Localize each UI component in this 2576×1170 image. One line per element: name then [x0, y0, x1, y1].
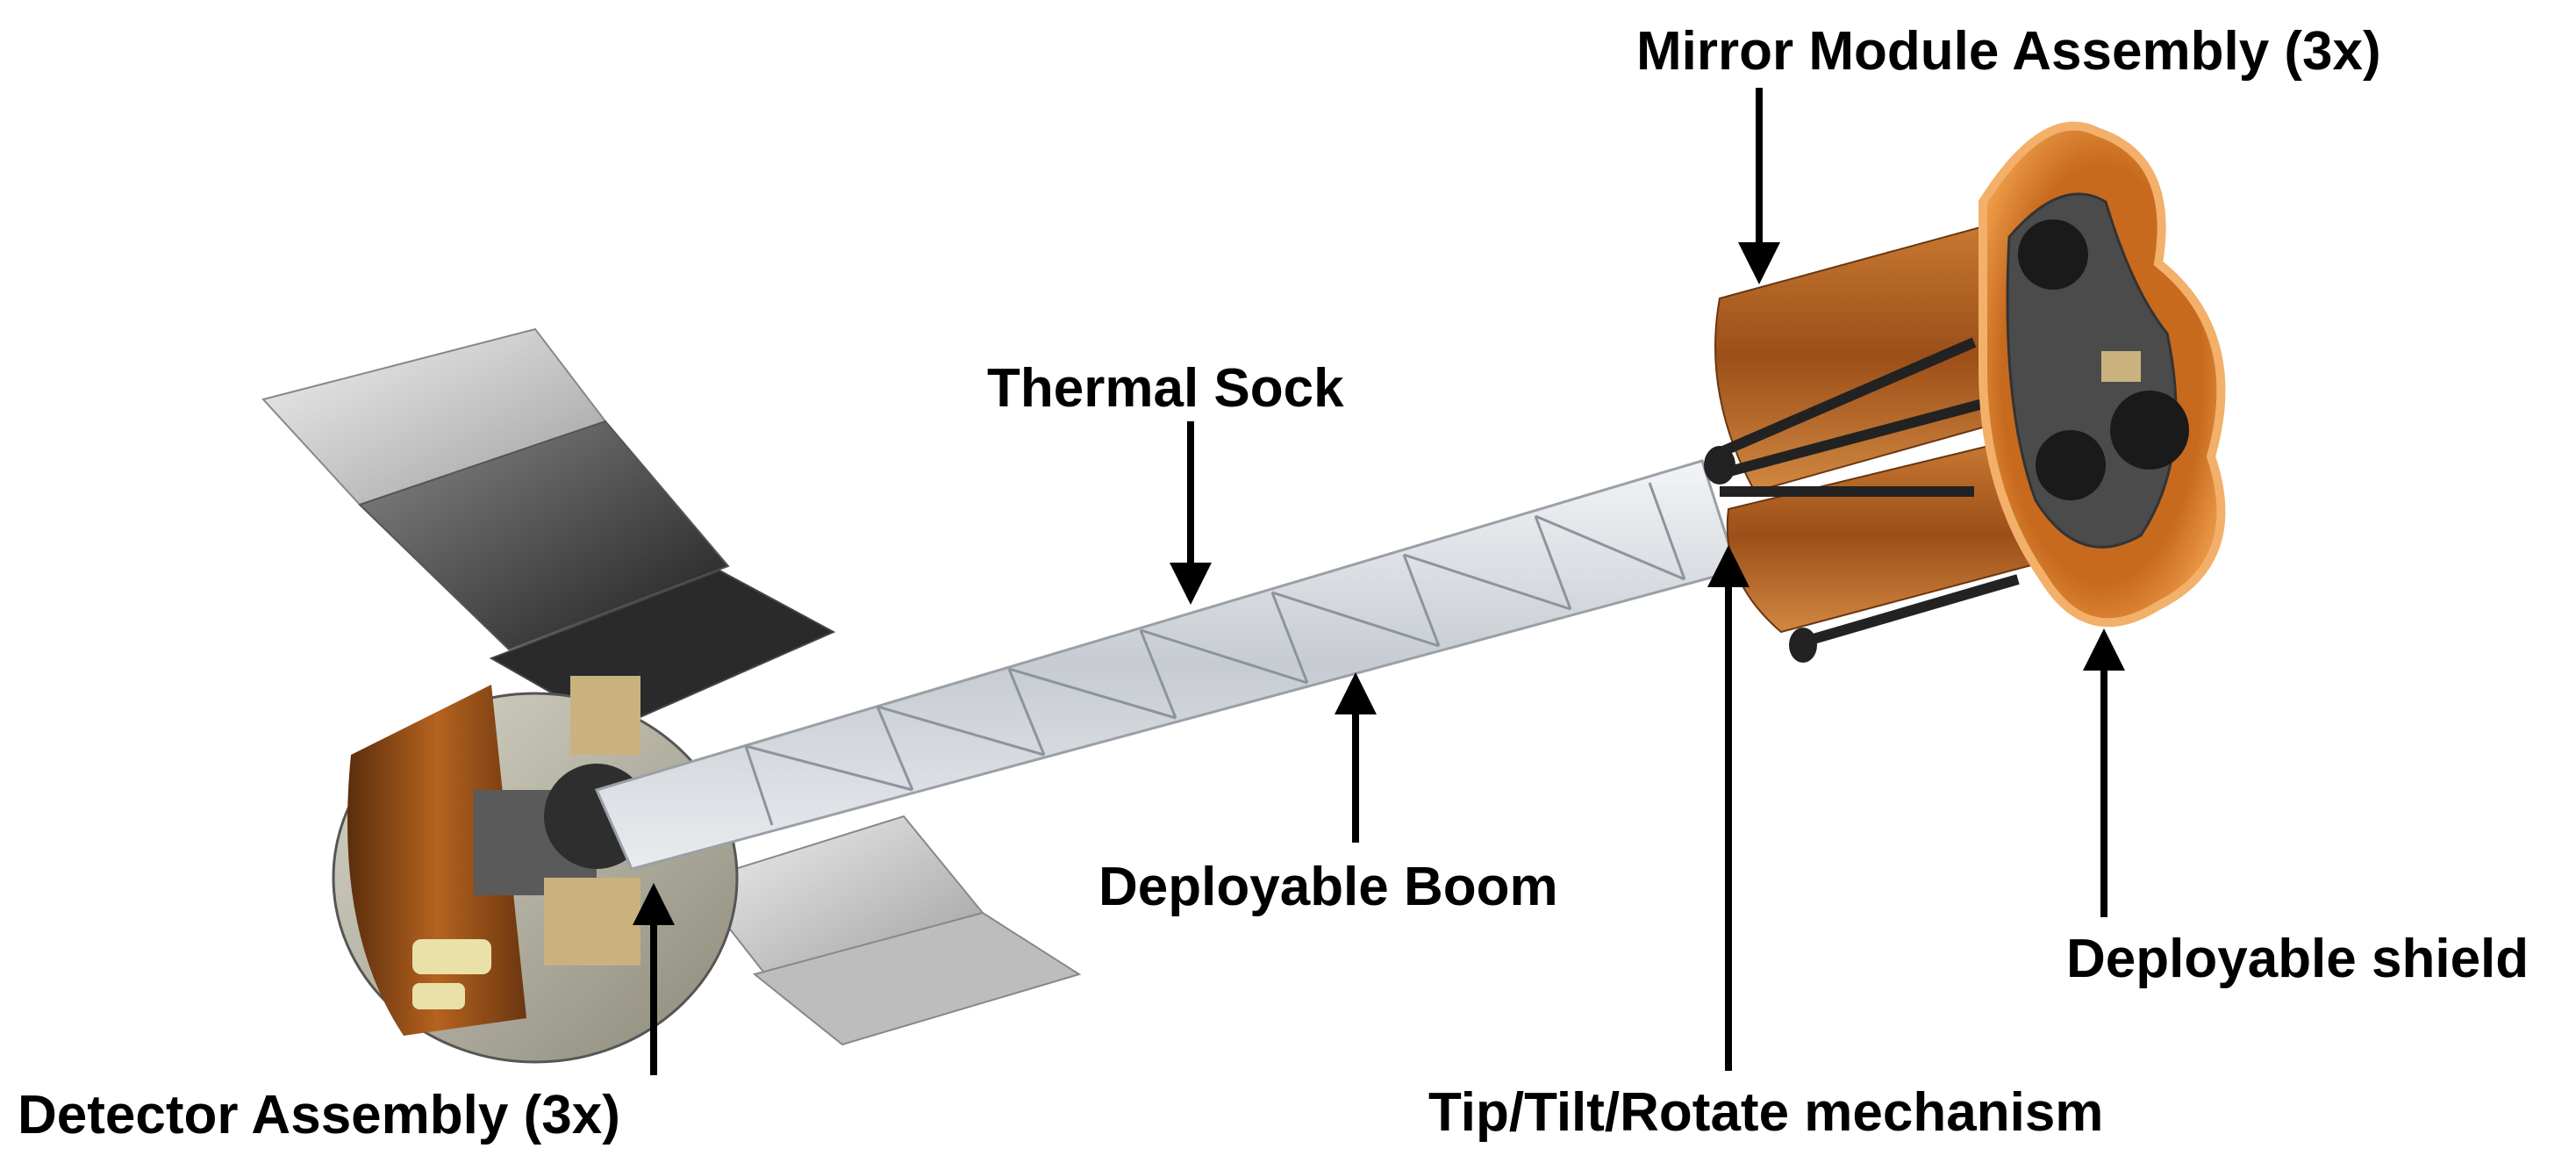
label-deployable-boom: Deployable Boom	[1098, 857, 1558, 917]
deployable-shield	[1979, 121, 2226, 628]
label-mirror-module: Mirror Module Assembly (3x)	[1636, 21, 2381, 82]
label-thermal-sock: Thermal Sock	[987, 358, 1344, 419]
solar-panel-upper	[261, 327, 836, 730]
deployable-boom	[594, 459, 1739, 871]
spacecraft-bus	[332, 676, 739, 1064]
callout-arrows	[633, 88, 2125, 1075]
solar-panel-lower	[691, 815, 1082, 1046]
label-deployable-shield: Deployable shield	[2066, 929, 2529, 989]
label-detector-assembly: Detector Assembly (3x)	[18, 1085, 620, 1145]
label-tip-tilt-rotate: Tip/Tilt/Rotate mechanism	[1428, 1082, 2104, 1143]
mirror-module-assembly	[1704, 218, 2046, 663]
